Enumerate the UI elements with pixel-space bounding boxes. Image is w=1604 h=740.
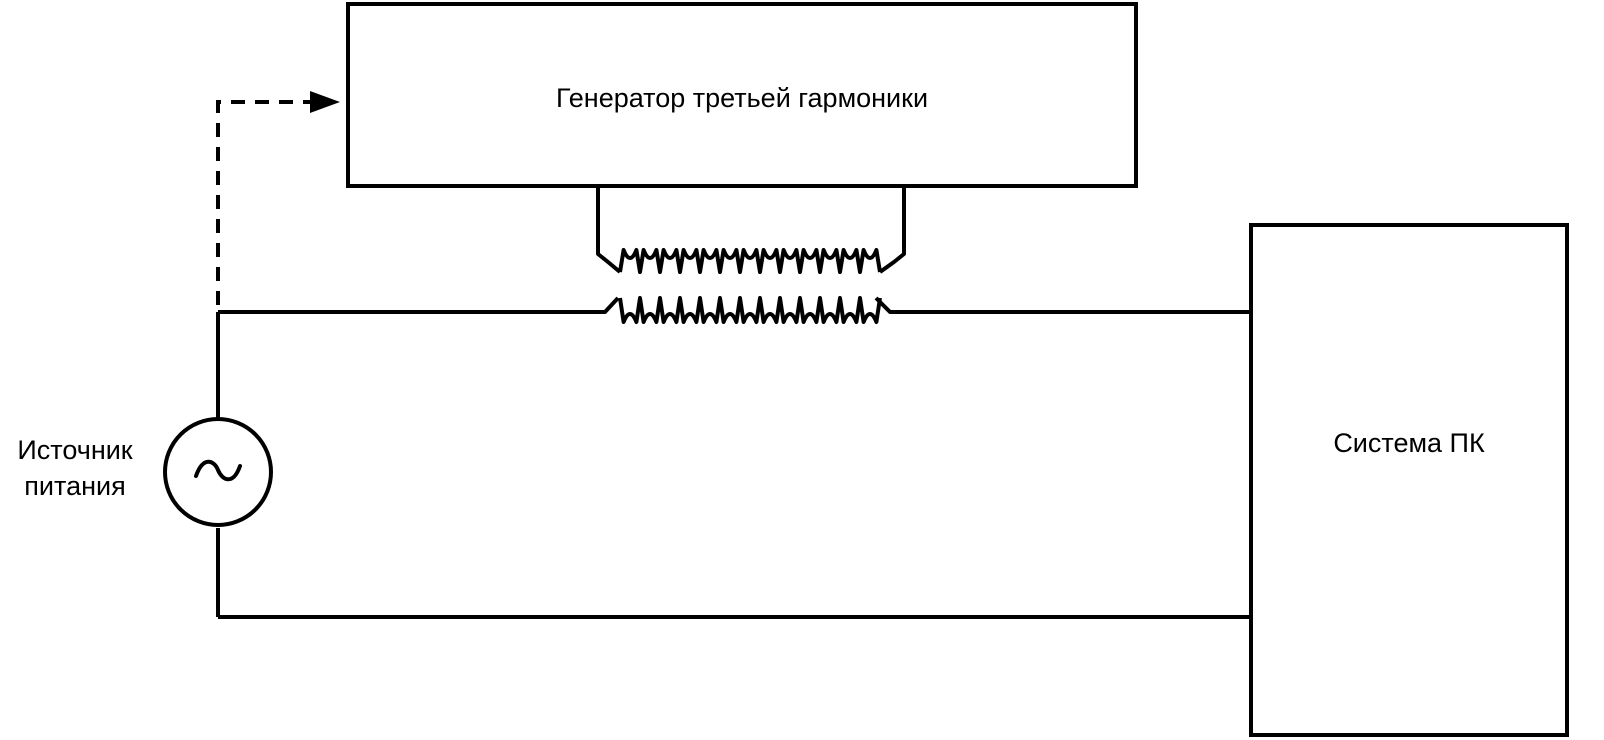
top-conductor-right	[874, 296, 1251, 314]
control-link-arrowhead	[310, 91, 340, 113]
generator-label: Генератор третьей гармоники	[555, 83, 929, 113]
top-conductor-left	[218, 296, 620, 314]
ac-wave-icon	[194, 459, 242, 482]
upper-coil-path	[618, 248, 882, 274]
power-source-label-line1: Источник	[17, 435, 133, 465]
pc-system-label: Система ПК	[1333, 428, 1485, 458]
lower-coil-path	[618, 296, 882, 324]
generator-right-lead	[878, 186, 906, 274]
power-source-label-line2: питания	[24, 471, 126, 501]
power-source-label: Источник питания	[0, 432, 150, 504]
upper-winding	[618, 248, 882, 274]
lower-winding	[618, 296, 882, 324]
generator-left-lead	[596, 186, 622, 274]
generator-box	[346, 2, 1138, 188]
pc-system-box	[1249, 223, 1569, 737]
control-link-dashed	[216, 100, 318, 305]
